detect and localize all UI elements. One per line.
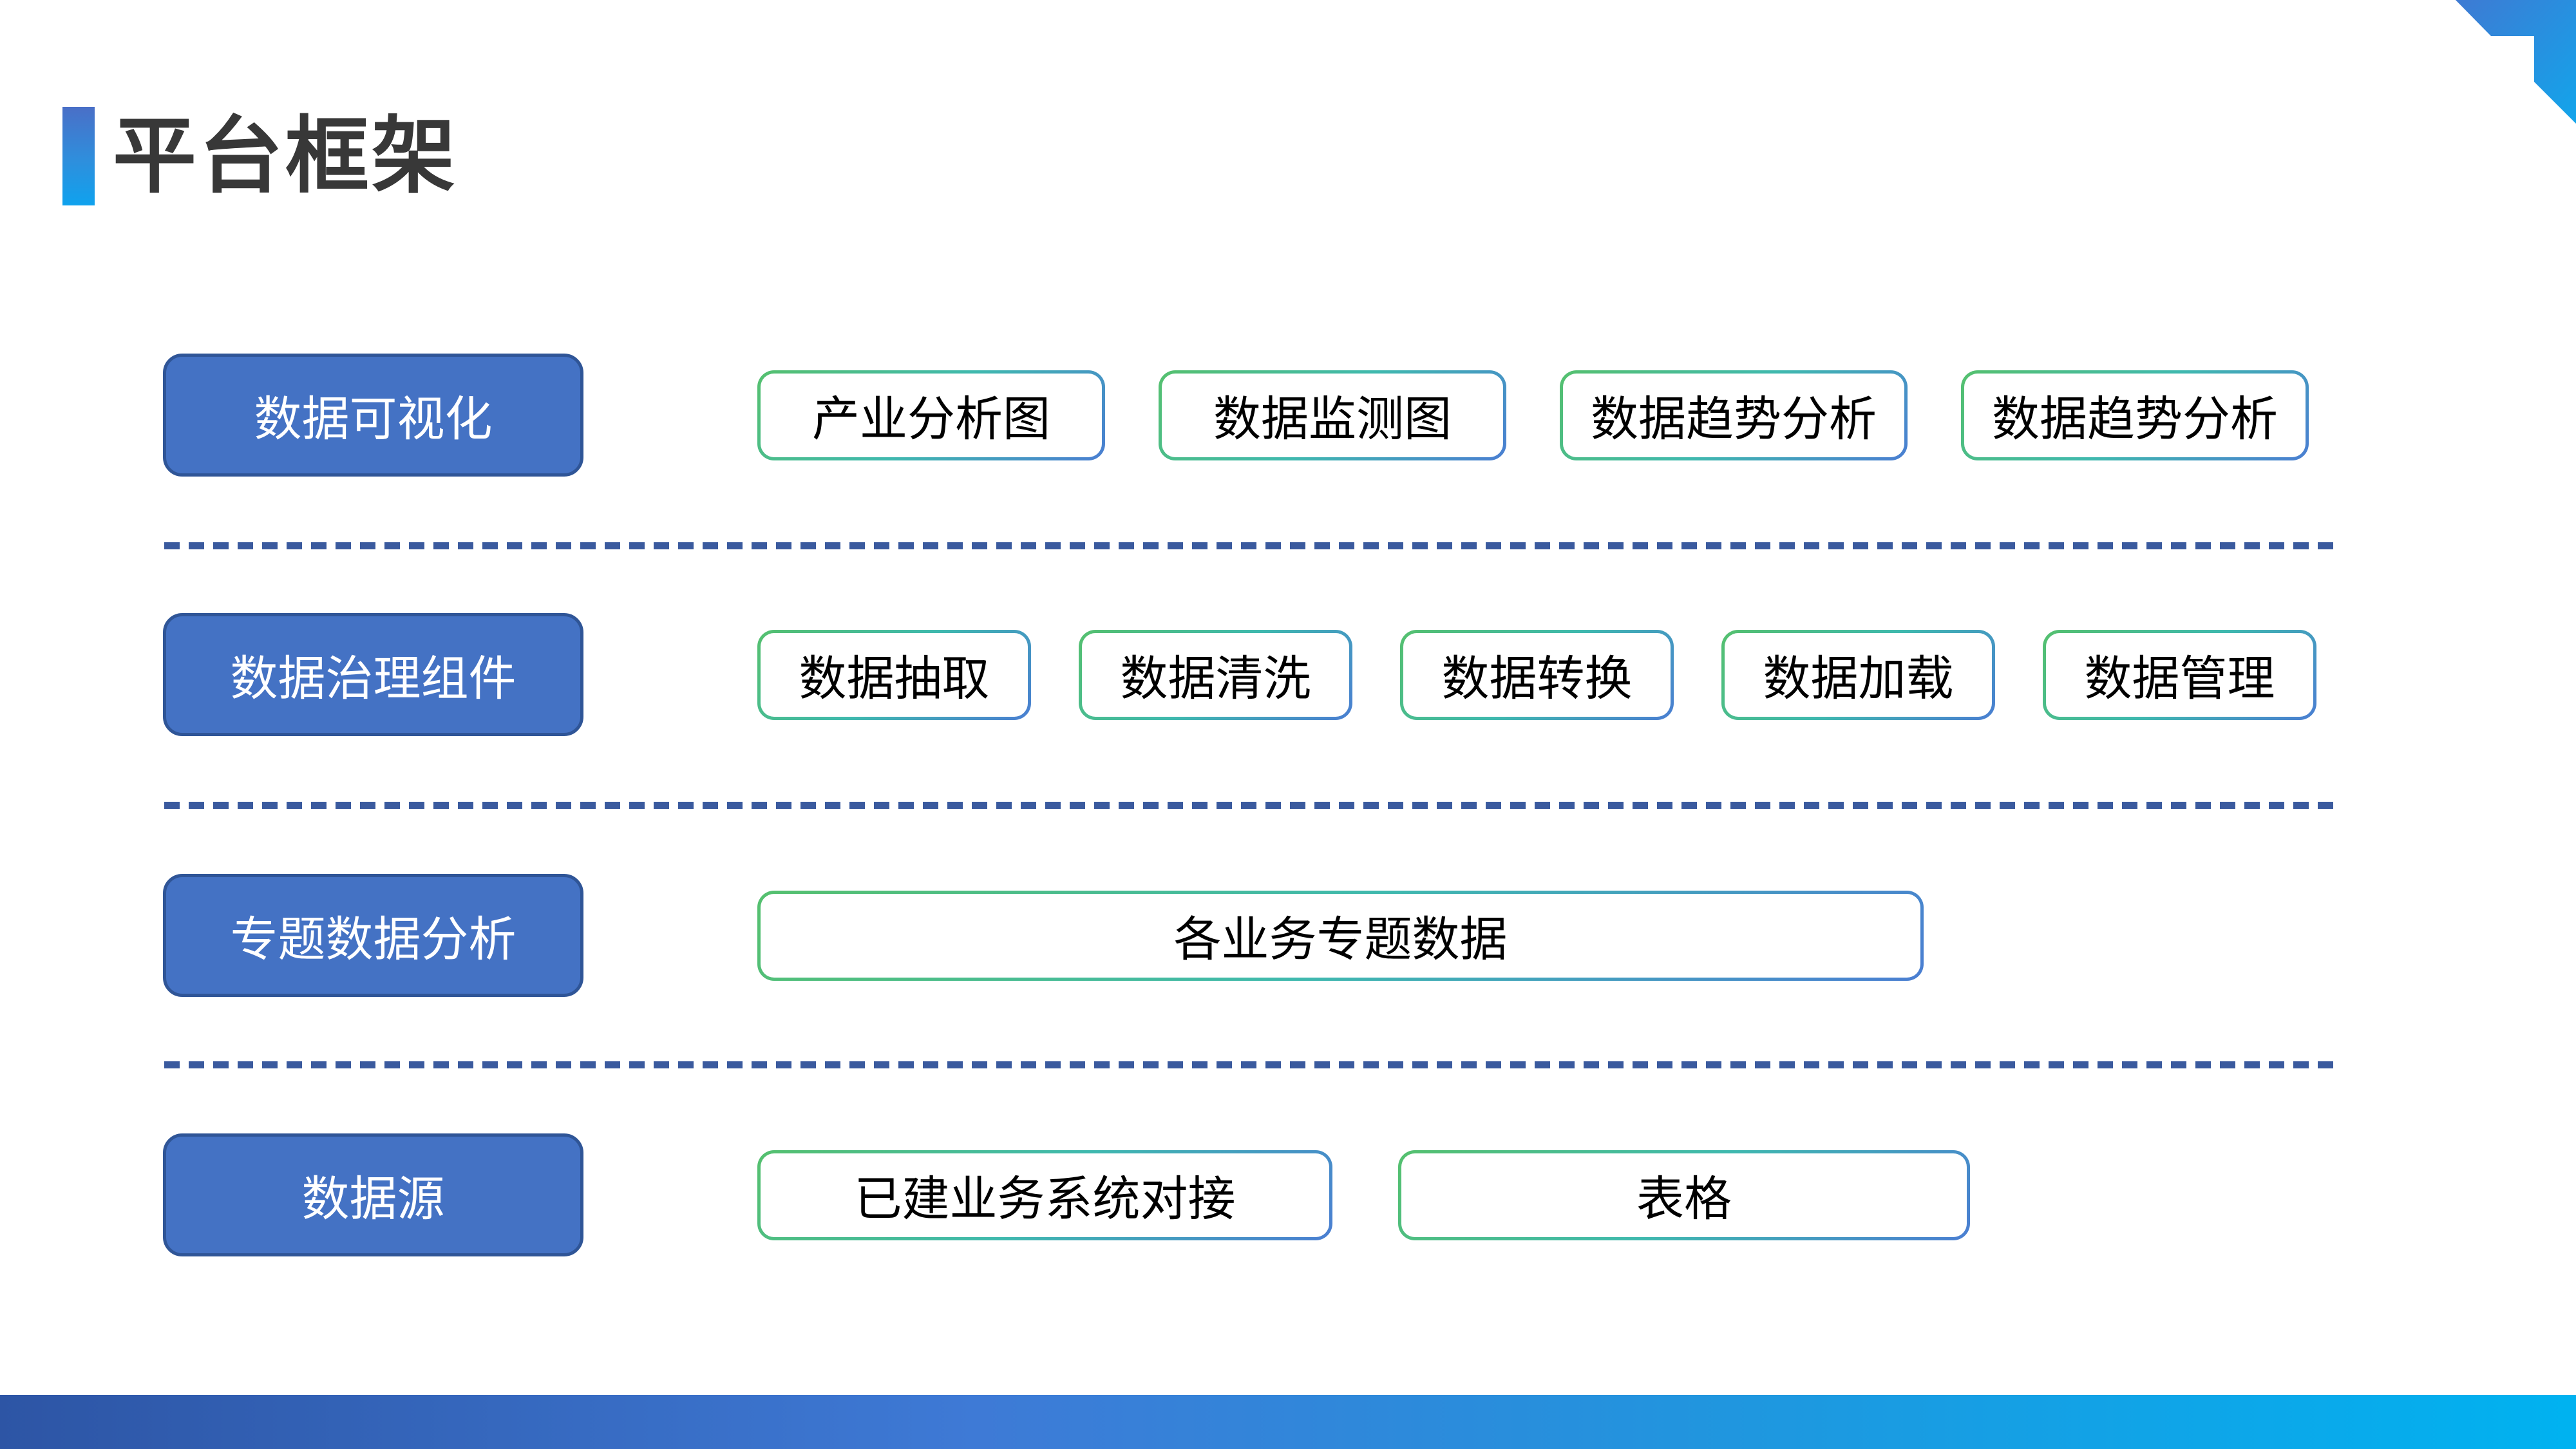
- layer-row-visualization: 数据可视化 产业分析图 数据监测图 数据趋势分析 数据趋势分析: [163, 354, 2309, 477]
- item-data-trend-analysis-2: 数据趋势分析: [1961, 370, 2309, 460]
- item-data-monitor-chart: 数据监测图: [1159, 370, 1506, 460]
- header: 平台框架: [62, 107, 458, 205]
- layer-items-visualization: 产业分析图 数据监测图 数据趋势分析 数据趋势分析: [757, 370, 2309, 460]
- item-spreadsheet: 表格: [1398, 1150, 1970, 1240]
- item-data-trend-analysis-1: 数据趋势分析: [1560, 370, 1908, 460]
- layer-items-governance: 数据抽取 数据清洗 数据转换 数据加载 数据管理: [757, 630, 2316, 720]
- item-existing-system-integration: 已建业务系统对接: [757, 1150, 1332, 1240]
- item-business-thematic-data: 各业务专题数据: [757, 891, 1924, 981]
- title-accent-bar: [62, 107, 95, 205]
- item-data-manage: 数据管理: [2043, 630, 2316, 720]
- dashed-separator-3: [164, 1061, 2338, 1068]
- layer-label-governance: 数据治理组件: [163, 613, 583, 736]
- item-data-load: 数据加载: [1721, 630, 1995, 720]
- item-data-extract: 数据抽取: [757, 630, 1031, 720]
- item-data-clean: 数据清洗: [1079, 630, 1352, 720]
- layer-items-thematic: 各业务专题数据: [757, 891, 1924, 981]
- layer-row-datasource: 数据源 已建业务系统对接 表格: [163, 1133, 1970, 1256]
- layer-label-visualization: 数据可视化: [163, 354, 583, 477]
- item-data-transform: 数据转换: [1400, 630, 1674, 720]
- layer-label-thematic: 专题数据分析: [163, 874, 583, 997]
- page-title: 平台框架: [113, 109, 459, 203]
- dashed-separator-1: [164, 542, 2338, 549]
- bottom-gradient-bar: [0, 1395, 2576, 1449]
- item-industry-analysis-chart: 产业分析图: [757, 370, 1105, 460]
- layer-row-governance: 数据治理组件 数据抽取 数据清洗 数据转换 数据加载 数据管理: [163, 613, 2316, 736]
- dashed-separator-2: [164, 802, 2338, 809]
- layer-label-datasource: 数据源: [163, 1133, 583, 1256]
- layer-items-datasource: 已建业务系统对接 表格: [757, 1150, 1970, 1240]
- corner-ribbon-icon: [2456, 0, 2576, 124]
- layer-row-thematic: 专题数据分析 各业务专题数据: [163, 874, 1924, 997]
